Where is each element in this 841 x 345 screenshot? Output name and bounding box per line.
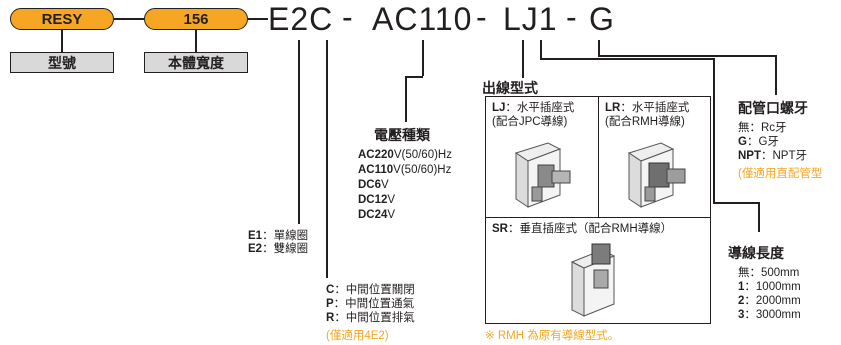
leader-pipe: [775, 55, 777, 95]
sr-title: SR：垂直插座式（配合RMH導線）: [492, 223, 673, 235]
lead-title: 出線型式: [482, 80, 538, 96]
leader-pipe: [598, 55, 776, 57]
voltage-item: DC6V: [358, 179, 389, 191]
voltage-item: DC24V: [358, 209, 396, 221]
series-label: 型號: [10, 52, 114, 73]
size-pill: 156: [144, 8, 248, 30]
e1-option: E1：單線圈: [248, 230, 309, 242]
leader-voltage: [405, 76, 407, 122]
connector-line: [195, 30, 197, 52]
length-2: 2：2000mm: [738, 295, 801, 307]
length-1: 1：1000mm: [738, 281, 801, 293]
connector-line: [114, 18, 144, 20]
lead-sr-cell: SR：垂直插座式（配合RMH導線）: [485, 217, 711, 324]
p-option: P：中間位置通氣: [326, 298, 415, 310]
center-note: (僅適用4E2): [326, 330, 389, 342]
leader-length: [540, 58, 714, 60]
solenoid-center-code: E2C: [268, 1, 334, 37]
leader-e2: [298, 40, 300, 224]
length-title: 導線長度: [728, 245, 784, 261]
pipe-g: G：G牙: [738, 136, 779, 148]
connector-line: [248, 18, 268, 20]
voltage-item: AC220V(50/60)Hz: [358, 149, 452, 161]
lead-code: LJ1: [503, 1, 558, 37]
leader-length: [713, 202, 759, 204]
connector-vertical-image: [570, 243, 616, 317]
connector-horizontal-image: [514, 142, 571, 208]
leader-lead: [522, 40, 524, 78]
c-option: C：中間位置關閉: [326, 284, 415, 296]
dash: -: [476, 0, 488, 35]
lead-lj-cell: LJ：水平插座式(配合JPC導線): [485, 96, 599, 218]
leader-length: [540, 40, 542, 58]
dash: -: [342, 0, 354, 35]
pipe-title: 配管口螺牙: [738, 100, 808, 116]
leader-pipe: [598, 40, 600, 56]
e2-option: E2：雙線圈: [248, 243, 309, 255]
leader-c: [326, 40, 328, 278]
length-none: 無：500mm: [738, 267, 800, 279]
connector-line: [61, 30, 63, 52]
pipe-none: 無：Rc牙: [738, 122, 787, 134]
connector-horizontal-image: [627, 142, 686, 208]
leader-voltage: [422, 40, 424, 76]
lead-note: ※ RMH 為原有導線型式。: [485, 330, 620, 342]
lj-title: LJ：水平插座式(配合JPC導線): [492, 102, 575, 128]
series-pill: RESY: [10, 8, 114, 30]
lead-lr-cell: LR：水平插座式(配合RMH導線): [598, 96, 711, 218]
length-3: 3：3000mm: [738, 309, 801, 321]
pipe-npt: NPT：NPT牙: [738, 150, 807, 162]
lr-title: LR：水平插座式(配合RMH導線): [605, 102, 690, 128]
leader-length: [713, 58, 715, 202]
voltage-code: AC110: [372, 1, 473, 37]
voltage-item: AC110V(50/60)Hz: [358, 164, 452, 176]
r-option: R：中間位置排氣: [326, 312, 415, 324]
voltage-title: 電壓種類: [374, 127, 430, 143]
size-label: 本體寬度: [144, 52, 248, 73]
leader-voltage: [405, 76, 423, 78]
voltage-item: DC12V: [358, 194, 396, 206]
pipe-note: (僅適用直配管型: [738, 168, 823, 180]
leader-length: [758, 202, 760, 232]
dash: -: [566, 0, 578, 35]
pipe-code: G: [589, 1, 615, 37]
